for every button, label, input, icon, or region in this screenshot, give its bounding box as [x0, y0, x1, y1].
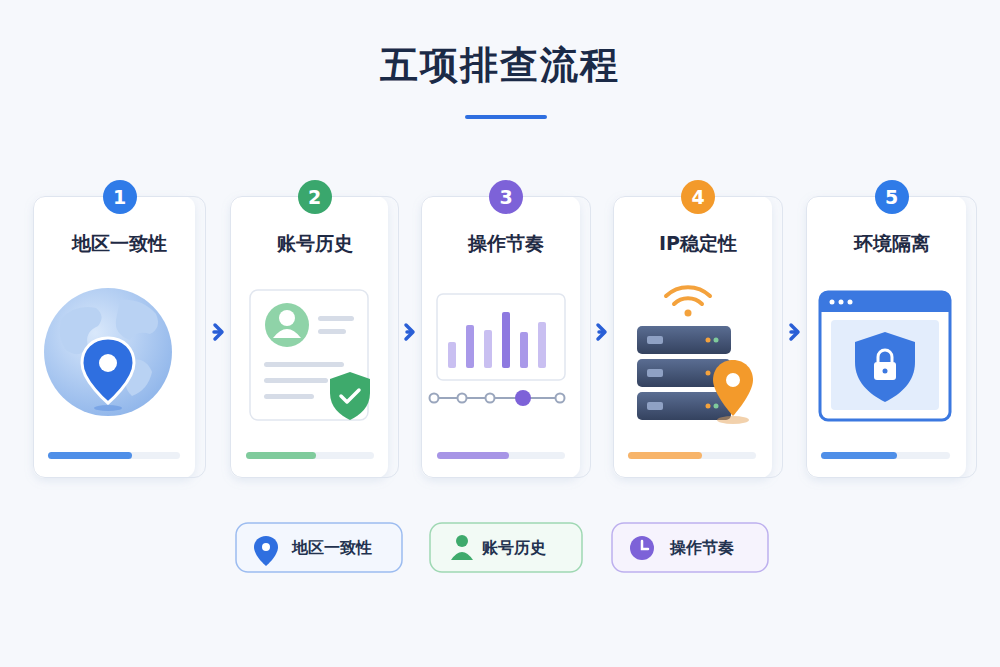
step-card: 2账号历史 — [230, 196, 399, 478]
browser-icon — [820, 292, 950, 420]
step-card: 4IP稳定性 — [613, 196, 783, 478]
step-title: IP稳定性 — [614, 231, 782, 257]
step-title: 账号历史 — [231, 231, 398, 257]
server-icon — [637, 287, 753, 424]
step-card: 1地区一致性 — [33, 196, 206, 478]
flow-arrow — [406, 325, 413, 339]
profile-icon — [250, 290, 370, 420]
step-title: 操作节奏 — [422, 231, 590, 257]
tag-pill: 地区一致性 — [236, 523, 402, 572]
step-number: 3 — [489, 180, 523, 214]
tag-label: 地区一致性 — [292, 537, 372, 558]
step-number: 1 — [103, 180, 137, 214]
tag-pill: 操作节奏 — [612, 523, 768, 572]
flow-arrow — [214, 325, 222, 339]
step-number: 2 — [298, 180, 332, 214]
tag-label: 操作节奏 — [670, 537, 734, 558]
diagram-title: 五项排查流程 — [0, 40, 1000, 91]
step-title: 环境隔离 — [807, 231, 976, 257]
flow-arrow — [791, 325, 798, 339]
globe-icon — [44, 288, 172, 416]
tag-label: 账号历史 — [482, 537, 546, 558]
flow-arrow — [598, 325, 605, 339]
step-card: 3操作节奏 — [421, 196, 591, 478]
rhythm-chart — [430, 294, 566, 406]
step-card: 5环境隔离 — [806, 196, 977, 478]
tag-pill: 账号历史 — [430, 523, 582, 572]
step-title: 地区一致性 — [34, 231, 205, 257]
step-number: 5 — [875, 180, 909, 214]
tag-pills — [236, 523, 768, 572]
step-number: 4 — [681, 180, 715, 214]
